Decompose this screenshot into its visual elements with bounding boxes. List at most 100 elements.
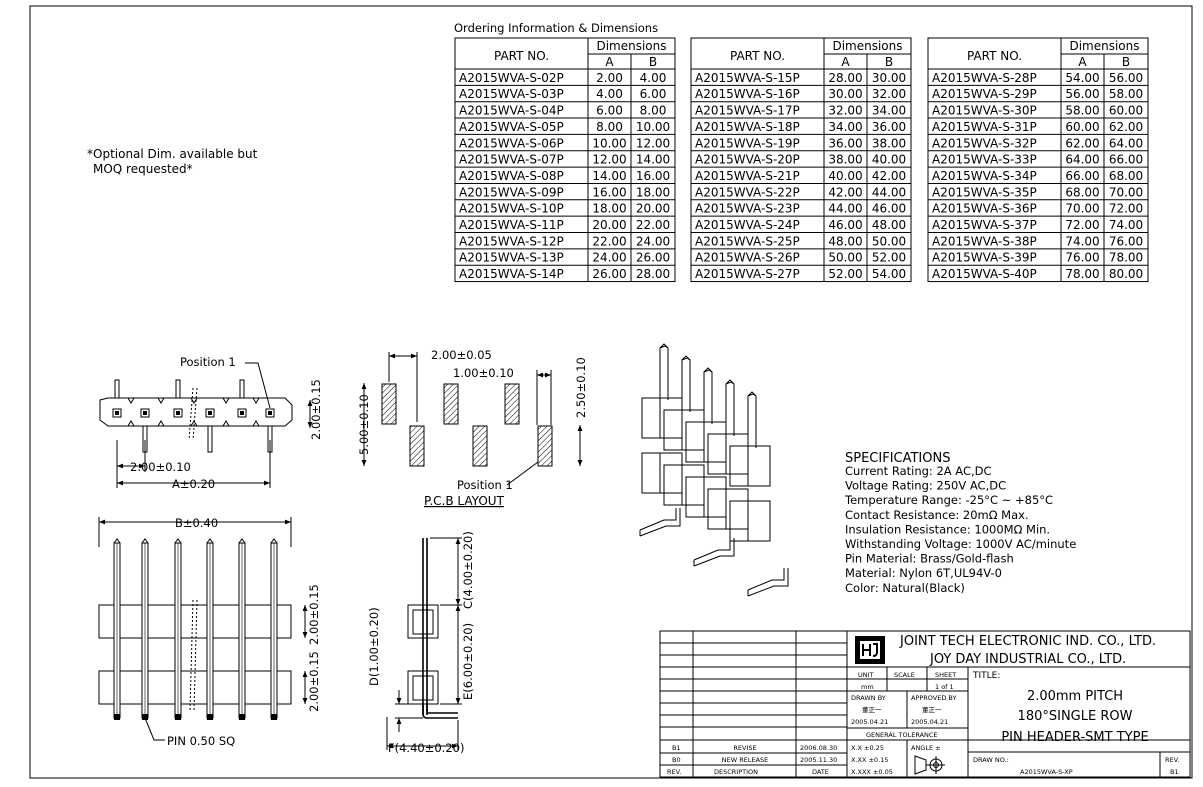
part-number: A2015WVA-S-35P bbox=[932, 185, 1037, 199]
ordering-table: Ordering Information & Dimensions PART N… bbox=[454, 21, 1149, 283]
dim-a-value: 36.00 bbox=[828, 136, 862, 150]
part-number: A2015WVA-S-18P bbox=[695, 120, 800, 134]
note-line-1: *Optional Dim. available but bbox=[87, 147, 258, 161]
projection-symbol bbox=[914, 755, 945, 775]
top-notch bbox=[252, 397, 260, 427]
sheet-label: SHEET bbox=[935, 671, 956, 679]
dim-b-value: 44.00 bbox=[872, 185, 906, 199]
dim-b-value: 66.00 bbox=[1109, 153, 1143, 167]
dim-b-value: 62.00 bbox=[1109, 120, 1143, 134]
dim-a-value: 50.00 bbox=[828, 251, 862, 265]
pcb-position-label: Position 1 bbox=[457, 478, 513, 492]
dim-b-value: 58.00 bbox=[1109, 87, 1143, 101]
dim-b-value: 20.00 bbox=[636, 202, 670, 216]
rev-description: REVISE bbox=[733, 744, 756, 752]
dim-a-value: 32.00 bbox=[828, 104, 862, 118]
dim-b-value: 4.00 bbox=[640, 71, 667, 85]
scale-label: SCALE bbox=[894, 671, 915, 679]
front-pin-label: PIN 0.50 SQ bbox=[167, 734, 235, 748]
front-upper-block bbox=[98, 604, 292, 639]
dim-b-value: 40.00 bbox=[872, 153, 906, 167]
top-height-dim: 2.00±0.15 bbox=[309, 379, 323, 440]
isometric-view bbox=[639, 343, 789, 597]
dim-a-value: 40.00 bbox=[828, 169, 862, 183]
top-pin bbox=[173, 379, 183, 418]
group-frame bbox=[454, 37, 676, 283]
dim-a-value: 64.00 bbox=[1065, 153, 1099, 167]
dim-a-value: 14.00 bbox=[592, 169, 626, 183]
pcb-pad bbox=[381, 383, 397, 425]
dim-a-value: 52.00 bbox=[828, 267, 862, 281]
dim-b-value: 18.00 bbox=[636, 185, 670, 199]
part-number: A2015WVA-S-33P bbox=[932, 153, 1037, 167]
general-tolerance: GENERAL TOLERANCE bbox=[866, 731, 938, 739]
pcb-pads bbox=[381, 383, 553, 467]
part-number: A2015WVA-S-22P bbox=[695, 185, 800, 199]
part-number: A2015WVA-S-27P bbox=[695, 267, 800, 281]
header-dimensions: Dimensions bbox=[596, 39, 666, 53]
part-number: A2015WVA-S-10P bbox=[459, 202, 564, 216]
dim-a-value: 20.00 bbox=[592, 218, 626, 232]
spec-line: Voltage Rating: 250V AC,DC bbox=[845, 479, 1006, 493]
dim-a-value: 18.00 bbox=[592, 202, 626, 216]
dim-a-value: 62.00 bbox=[1065, 136, 1099, 150]
title-line-2: 180°SINGLE ROW bbox=[1018, 709, 1133, 724]
part-number: A2015WVA-S-04P bbox=[459, 104, 564, 118]
dim-b-value: 22.00 bbox=[636, 218, 670, 232]
spec-line: Pin Material: Brass/Gold-flash bbox=[845, 552, 1014, 566]
header-a: A bbox=[841, 55, 850, 69]
iso-smt-lead bbox=[747, 568, 789, 597]
rev-col-header: REV. bbox=[667, 768, 681, 776]
dim-a-value: 2.00 bbox=[596, 71, 623, 85]
spec-line: Color: Natural(Black) bbox=[845, 581, 965, 595]
front-pin bbox=[174, 538, 182, 720]
iso-smt-lead bbox=[639, 508, 681, 537]
dim-a-value: 72.00 bbox=[1065, 218, 1099, 232]
side-d-dim: D(1.00±0.20) bbox=[367, 607, 381, 686]
rev-date: 2005.11.30 bbox=[800, 756, 837, 764]
dim-b-value: 32.00 bbox=[872, 87, 906, 101]
dim-b-value: 74.00 bbox=[1109, 218, 1143, 232]
front-b-dim: B±0.40 bbox=[175, 516, 218, 530]
dim-a-value: 34.00 bbox=[828, 120, 862, 134]
part-number: A2015WVA-S-15P bbox=[695, 71, 800, 85]
front-pin bbox=[206, 538, 214, 720]
part-number: A2015WVA-S-20P bbox=[695, 153, 800, 167]
front-pin bbox=[238, 538, 246, 720]
part-number: A2015WVA-S-29P bbox=[932, 87, 1037, 101]
dim-a-value: 28.00 bbox=[828, 71, 862, 85]
title-block-frame bbox=[659, 630, 1191, 778]
dim-b-value: 64.00 bbox=[1109, 136, 1143, 150]
part-number: A2015WVA-S-34P bbox=[932, 169, 1037, 183]
dim-a-value: 44.00 bbox=[828, 202, 862, 216]
part-number: A2015WVA-S-19P bbox=[695, 136, 800, 150]
dim-b-value: 14.00 bbox=[636, 153, 670, 167]
group-frame bbox=[927, 37, 1149, 283]
dim-a-value: 8.00 bbox=[596, 120, 623, 134]
part-number: A2015WVA-S-11P bbox=[459, 218, 564, 232]
part-number: A2015WVA-S-09P bbox=[459, 185, 564, 199]
pcb-layout: 2.00±0.05 1.00±0.10 5.00±0.10 2.50±0.10 … bbox=[357, 348, 588, 508]
rev-date: 2006.08.30 bbox=[800, 744, 837, 752]
drawno-label: DRAW NO.: bbox=[973, 756, 1009, 764]
dim-a-value: 10.00 bbox=[592, 136, 626, 150]
dim-b-value: 12.00 bbox=[636, 136, 670, 150]
company-name-1: JOINT TECH ELECTRONIC IND. CO., LTD. bbox=[899, 634, 1156, 649]
dim-a-value: 38.00 bbox=[828, 153, 862, 167]
dim-a-value: 76.00 bbox=[1065, 251, 1099, 265]
front-lower-block bbox=[98, 670, 292, 705]
note-line-2: MOQ requested* bbox=[93, 162, 193, 176]
dim-b-value: 24.00 bbox=[636, 234, 670, 248]
top-view-break-2 bbox=[192, 387, 198, 441]
side-f-dim: F(4.40±0.20) bbox=[388, 741, 464, 755]
approved-date: 2005.04.21 bbox=[911, 718, 948, 726]
top-notch bbox=[157, 397, 165, 427]
iso-pin-unit bbox=[641, 343, 683, 494]
part-number: A2015WVA-S-25P bbox=[695, 234, 800, 248]
dim-b-value: 48.00 bbox=[872, 218, 906, 232]
side-e-dim: E(6.00±0.20) bbox=[461, 623, 475, 700]
